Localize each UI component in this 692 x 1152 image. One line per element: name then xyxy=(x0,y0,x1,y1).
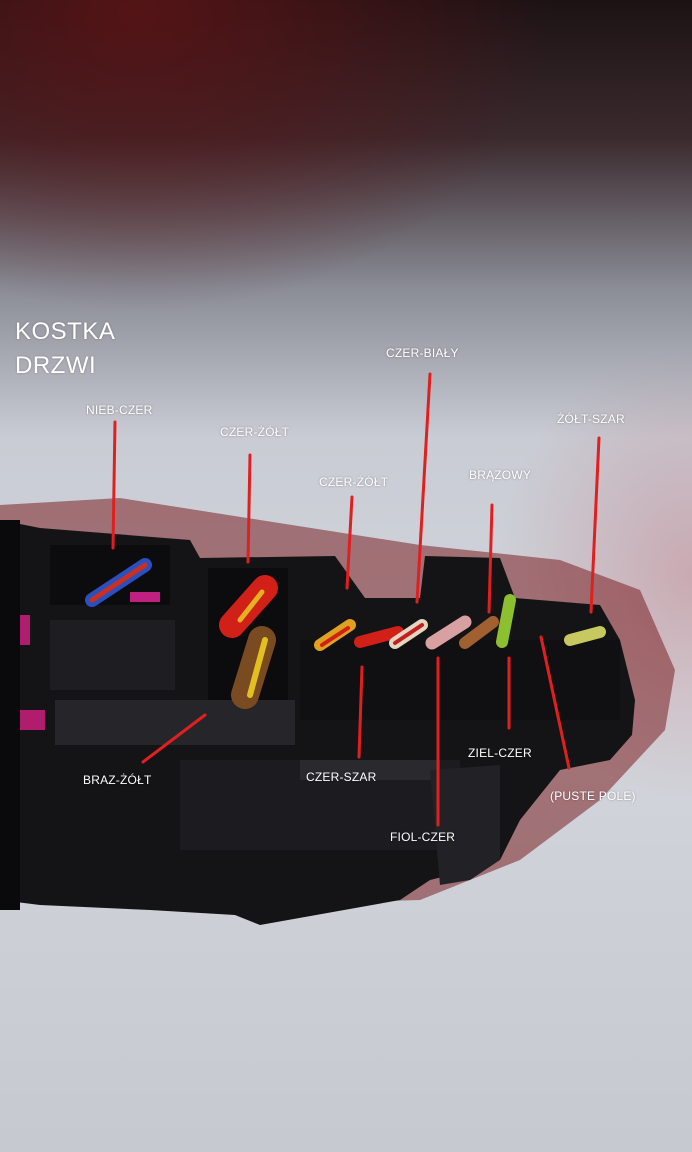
pointer-puste-pole xyxy=(539,635,571,770)
pointer-czer-szar xyxy=(357,665,364,759)
pointer-nieb-czer xyxy=(111,420,117,550)
pointer-zolt-szar xyxy=(589,436,601,614)
label-brazowy: BRĄZOWY xyxy=(469,468,532,482)
pointer-lines xyxy=(111,372,601,827)
label-braz-zolt: BRAZ-ŻÓŁT xyxy=(83,773,152,787)
title-line-1: KOSTKA xyxy=(15,318,116,345)
title-line-2: DRZWI xyxy=(15,352,97,379)
label-puste-pole: (PUSTE POLE) xyxy=(550,789,636,803)
label-fiol-czer: FIOL-CZER xyxy=(390,830,456,844)
label-czer-zolt-1: CZER-ŻÓŁT xyxy=(220,425,290,439)
label-nieb-czer: NIEB-CZER xyxy=(86,403,153,417)
pointer-brazowy xyxy=(487,503,494,614)
pointer-czer-bialy xyxy=(415,372,432,604)
connector-body xyxy=(0,520,635,925)
label-czer-zolt-2: CZER-ŻÓŁT xyxy=(319,475,389,489)
label-czer-szar: CZER-SZAR xyxy=(306,770,377,784)
pointer-czer-zolt-1 xyxy=(246,453,252,564)
pointer-braz-zolt xyxy=(141,713,207,764)
label-ziel-czer: ZIEL-CZER xyxy=(468,746,532,760)
pointer-czer-zolt-2 xyxy=(345,495,354,590)
wire-ends xyxy=(85,558,606,709)
label-zolt-szar: ŻÓŁT-SZAR xyxy=(557,412,625,426)
label-czer-bialy: CZER-BIAŁY xyxy=(386,346,459,360)
